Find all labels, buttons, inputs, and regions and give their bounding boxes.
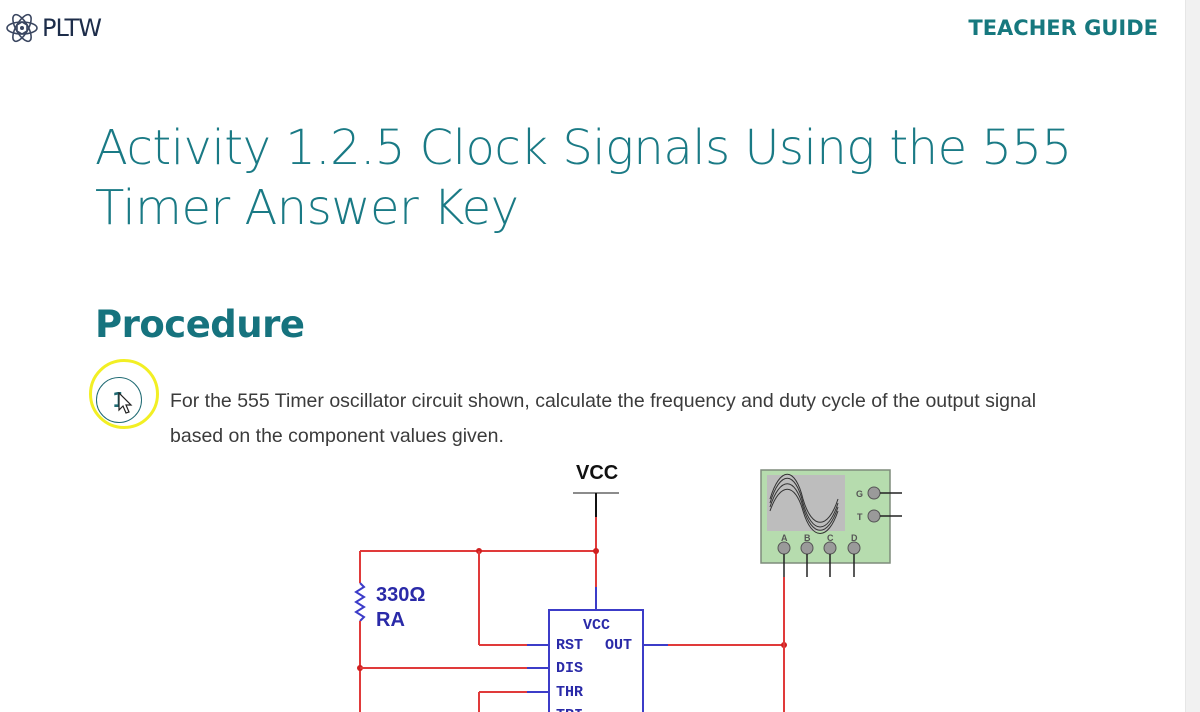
resistor-symbol (354, 582, 366, 622)
pin-out: OUT (605, 637, 632, 654)
resistor-value-label: 330Ω (376, 584, 425, 606)
logo-text: PLTW (42, 14, 102, 42)
vertical-scrollbar[interactable] (1185, 0, 1200, 712)
pin-vcc: VCC (583, 617, 610, 634)
pin-dis: DIS (556, 660, 583, 677)
pin-rst: RST (556, 637, 583, 654)
timer-555-chip (548, 609, 644, 712)
teacher-guide-label: TEACHER GUIDE (968, 16, 1158, 40)
scope-channel-a: A (781, 533, 788, 543)
scope-channel-c: C (827, 533, 834, 543)
click-highlight-ring (89, 359, 159, 429)
pltw-logo[interactable]: PLTW (4, 10, 102, 46)
pin-tri: TRI (556, 707, 583, 712)
vcc-supply-label: VCC (576, 462, 618, 484)
section-heading-procedure: Procedure (95, 303, 305, 346)
resistor-name-label: RA (376, 609, 405, 631)
step-1-text: For the 555 Timer oscillator circuit sho… (170, 390, 1037, 447)
scope-ground-label: G (856, 489, 863, 499)
page-title: Activity 1.2.5 Clock Signals Using the 5… (95, 120, 1072, 236)
scope-trigger-label: T (857, 512, 863, 522)
scope-channel-b: B (804, 533, 811, 543)
atom-icon (6, 13, 38, 43)
pin-thr: THR (556, 684, 583, 701)
oscilloscope: G T A B C D (760, 469, 902, 577)
mouse-pointer-icon (118, 392, 133, 414)
scope-channel-d: D (851, 533, 858, 543)
